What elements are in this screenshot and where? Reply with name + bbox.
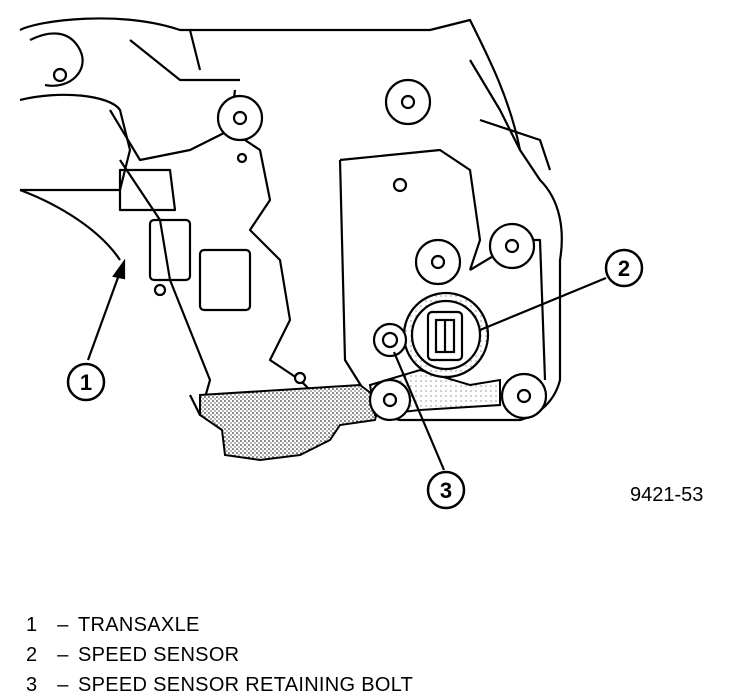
callout-1: 1 bbox=[66, 362, 106, 402]
legend-number: 3 bbox=[26, 674, 38, 696]
legend-dash: – bbox=[57, 674, 69, 696]
callout-2: 2 bbox=[604, 248, 644, 288]
speed-sensor bbox=[402, 291, 490, 379]
legend-item: 3–SPEED SENSOR RETAINING BOLT bbox=[26, 670, 726, 700]
figure-id: 9421-53 bbox=[630, 484, 704, 506]
legend-label: TRANSAXLE bbox=[78, 614, 200, 636]
svg-text:1: 1 bbox=[80, 370, 92, 395]
transaxle-illustration: 1 2 3 bbox=[19, 17, 644, 510]
legend-number: 1 bbox=[26, 614, 38, 636]
legend-dash: – bbox=[57, 644, 69, 666]
legend-item: 1–TRANSAXLE bbox=[26, 610, 726, 640]
legend: 1–TRANSAXLE 2–SPEED SENSOR 3–SPEED SENSO… bbox=[26, 610, 726, 700]
svg-text:3: 3 bbox=[440, 478, 452, 503]
retaining-bolt bbox=[372, 322, 408, 358]
mounting-bosses bbox=[153, 78, 548, 422]
legend-dash: – bbox=[57, 614, 69, 636]
legend-label: SPEED SENSOR bbox=[78, 644, 240, 666]
svg-text:2: 2 bbox=[618, 256, 630, 281]
legend-label: SPEED SENSOR RETAINING BOLT bbox=[78, 674, 414, 696]
legend-item: 2–SPEED SENSOR bbox=[26, 640, 726, 670]
lower-casting bbox=[199, 368, 501, 462]
leader-lines bbox=[86, 258, 607, 471]
callout-3: 3 bbox=[426, 470, 466, 510]
transaxle-housing bbox=[19, 17, 563, 432]
legend-number: 2 bbox=[26, 644, 38, 666]
